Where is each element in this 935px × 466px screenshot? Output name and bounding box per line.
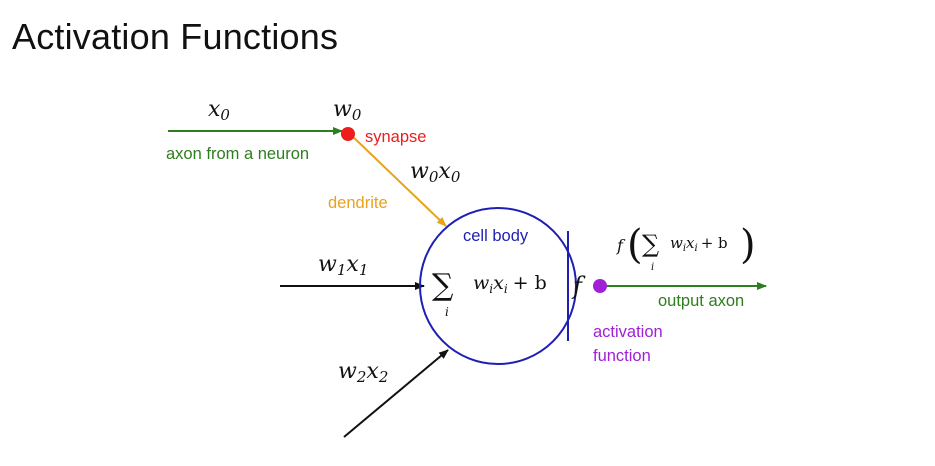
label-dendrite: dendrite xyxy=(328,194,388,212)
cell-body-circle xyxy=(419,207,577,365)
output-sum-index: i xyxy=(651,262,654,273)
input-w2x2-arrow xyxy=(343,349,449,438)
label-w2x2: w2x2 xyxy=(338,359,388,386)
output-sum-term: wixi+ b xyxy=(670,234,728,254)
slide-title: Activation Functions xyxy=(12,16,339,57)
label-w0: w0 xyxy=(333,97,362,124)
label-synapse: synapse xyxy=(365,128,426,146)
label-w0x0: w0x0 xyxy=(410,159,461,186)
dendrite-arrow xyxy=(349,133,447,227)
label-cell-body: cell body xyxy=(463,227,529,245)
label-w1x1: w1x1 xyxy=(318,252,368,279)
output-sum-symbol: ∑ xyxy=(642,230,659,258)
label-activation-line2: function xyxy=(593,347,651,365)
label-activation-line1: activation xyxy=(593,323,663,341)
cell-sum-symbol: ∑ xyxy=(432,268,454,303)
label-axon-from-neuron: axon from a neuron xyxy=(166,145,309,163)
cell-sum-term: wixi+ b xyxy=(473,272,547,296)
output-paren-left: ( xyxy=(627,222,643,268)
synapse-dot xyxy=(341,127,355,141)
output-paren-right: ) xyxy=(740,222,756,268)
cell-activation-f: f xyxy=(571,272,586,300)
label-x0: x0 xyxy=(208,97,230,124)
label-output-axon: output axon xyxy=(658,292,744,310)
activation-dot xyxy=(593,279,607,293)
output-f: f xyxy=(616,236,626,255)
cell-sum-index: i xyxy=(445,305,449,319)
